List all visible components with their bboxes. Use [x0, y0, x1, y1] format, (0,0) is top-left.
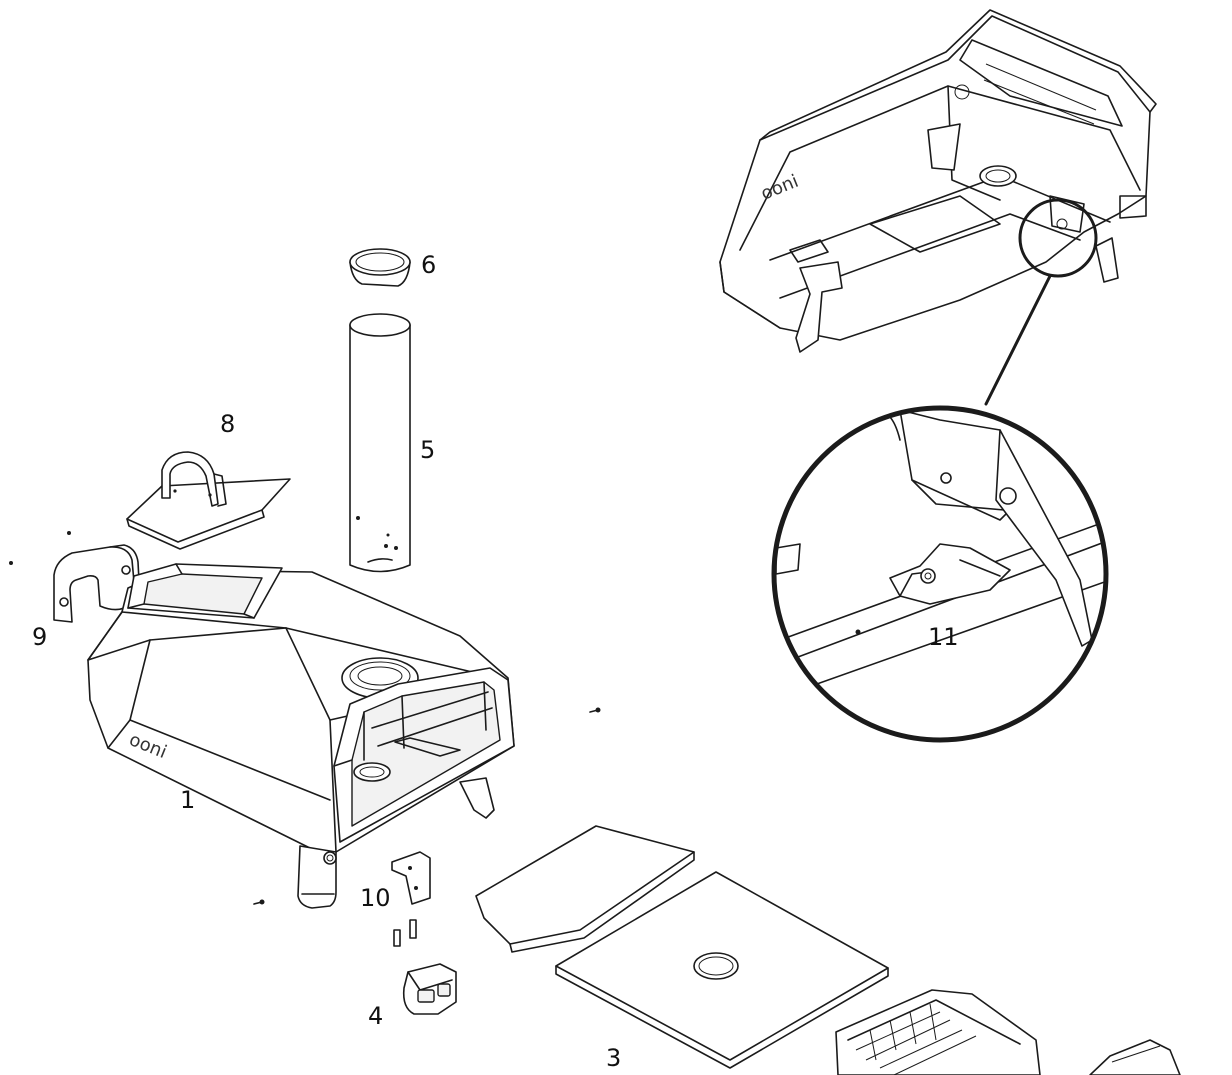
chimney [349, 313, 411, 573]
zoom-detail [771, 405, 1109, 743]
label-part-4: 4 [368, 1002, 383, 1030]
mounting-bracket [391, 851, 431, 947]
ignition-module [402, 963, 457, 1015]
label-part-10: 10 [360, 884, 391, 912]
label-part-1: 1 [180, 786, 195, 814]
oven-body: ooni [87, 563, 601, 909]
label-part-11: 11 [928, 623, 959, 651]
oven-door [126, 451, 291, 550]
baking-stones [475, 825, 889, 1069]
underside-view: ooni [719, 9, 1157, 353]
label-part-3: 3 [606, 1044, 621, 1072]
label-part-6: 6 [421, 251, 436, 279]
chimney-cap [349, 248, 411, 287]
handle-bracket [9, 531, 141, 623]
label-part-8: 8 [220, 410, 235, 438]
label-part-5: 5 [420, 436, 435, 464]
zoom-connector-line [984, 274, 1052, 406]
burner-tray [835, 989, 1181, 1075]
label-part-9: 9 [32, 623, 47, 651]
